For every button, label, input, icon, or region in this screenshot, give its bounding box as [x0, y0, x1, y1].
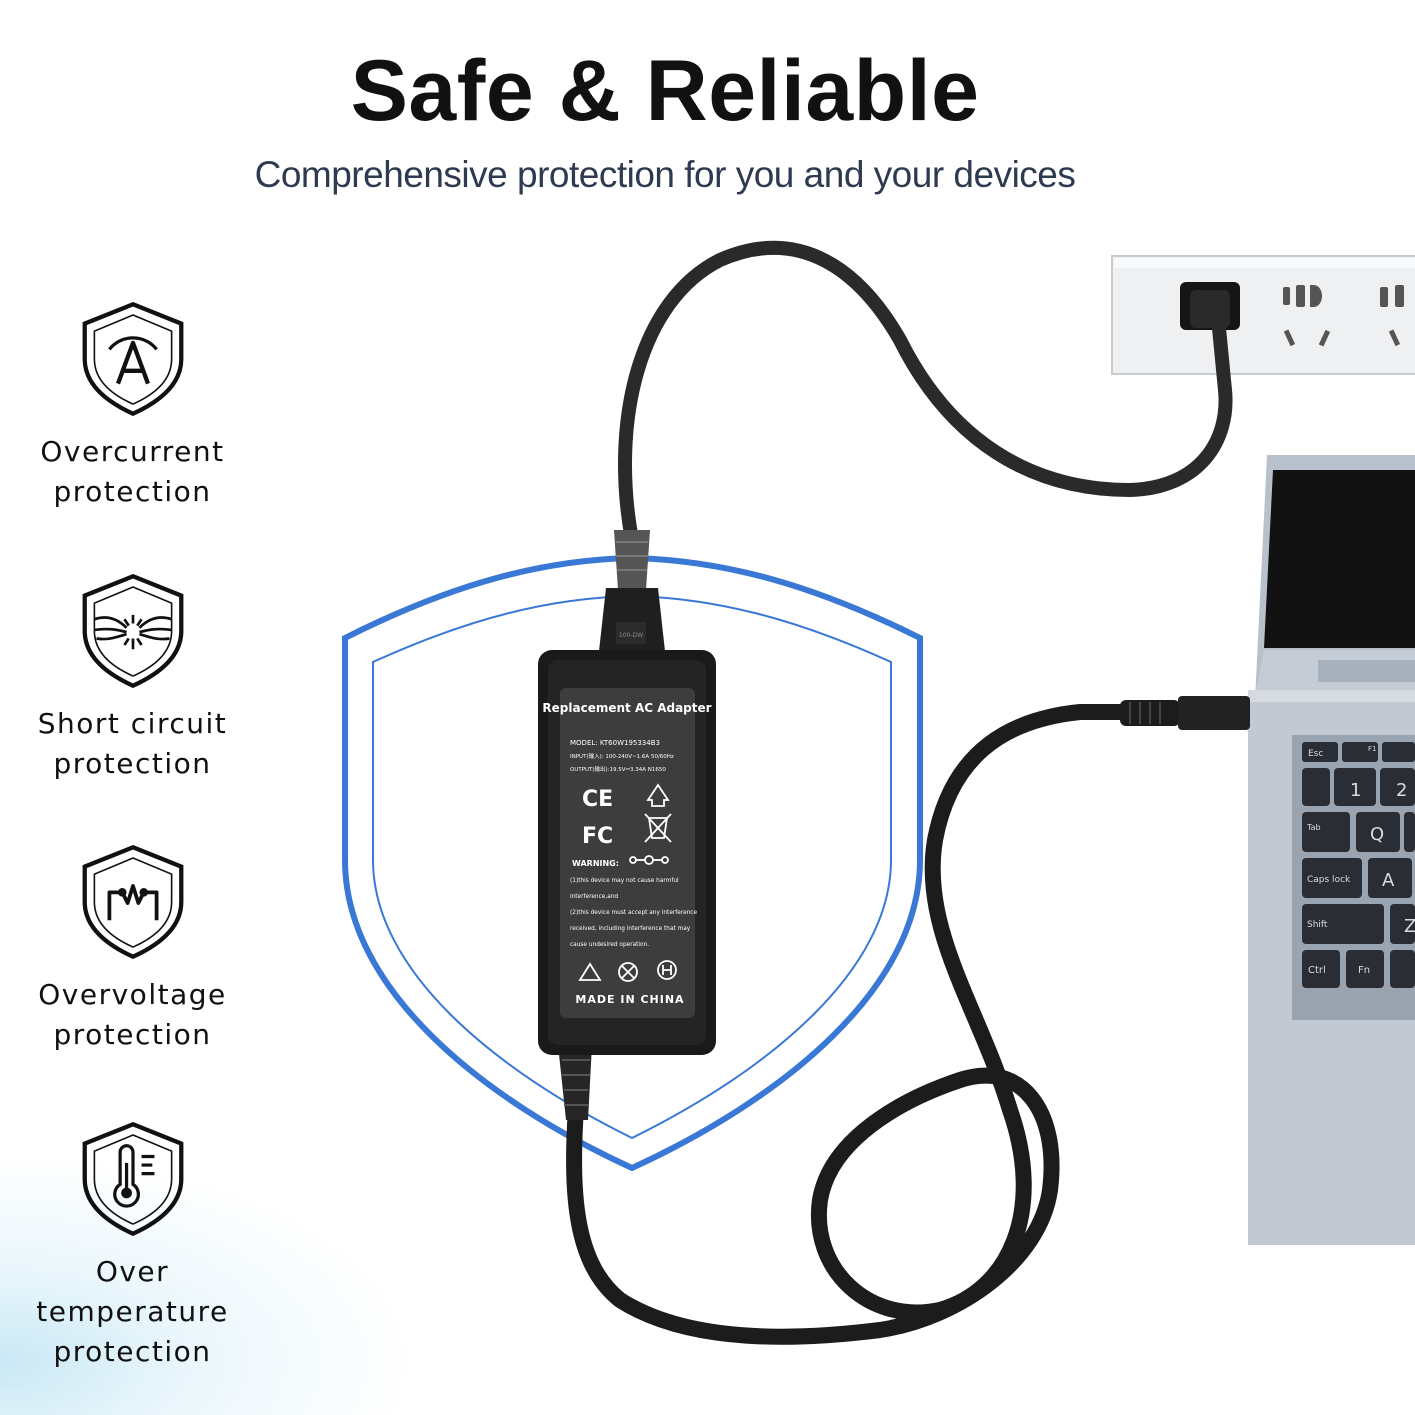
polarity-icon [629, 855, 669, 865]
feature-label: Short circuit protection [37, 707, 228, 780]
key-a: A [1382, 870, 1395, 891]
adapter-output: OUTPUT(输出):19.5V⎓3.34A N1650 [570, 765, 666, 773]
ac-plug [1190, 290, 1230, 328]
key-esc: Esc [1308, 749, 1323, 759]
adapter-title: Replacement AC Adapter [542, 701, 711, 715]
overcurrent-shield-icon [82, 301, 183, 417]
ce-mark: CE [582, 787, 613, 812]
key-fn: Fn [1358, 965, 1370, 976]
adapter-input-connector: 100-DW [598, 530, 666, 660]
protection-shield [342, 554, 923, 1172]
feature-label: Overcurrent protection [40, 435, 225, 508]
key-f1: F1 [1368, 745, 1376, 753]
warning-line: interference,and [570, 894, 618, 900]
adapter-model: MODEL: KT60W195334B3 [570, 739, 660, 747]
warning-line: received, including interference that ma… [570, 926, 691, 932]
over-temperature-shield-icon [82, 1121, 183, 1237]
feature-over-temperature: Over temperature protection [0, 1120, 265, 1372]
wall-outlet [1111, 255, 1415, 375]
made-in-label: MADE IN CHINA [575, 993, 684, 1006]
h-mark-icon [657, 960, 677, 980]
feature-overcurrent: Overcurrent protection [0, 300, 265, 512]
weee-bin-icon [644, 813, 672, 843]
warning-title: WARNING: [572, 859, 619, 868]
fc-mark: FC [582, 824, 613, 849]
cables [566, 240, 1233, 1345]
ac-adapter: Replacement AC Adapter MODEL: KT60W19533… [538, 650, 716, 1055]
laptop: Esc F1 1 2 Q A Caps lock Tab Shift Z Ctr… [1248, 455, 1415, 1245]
feature-short-circuit: Short circuit protection [0, 572, 265, 784]
adapter-input: INPUT(输入): 100-240V~1.6A 50/60Hz [570, 752, 674, 760]
plug-text: 100-DW [619, 632, 643, 639]
key-1: 1 [1350, 780, 1361, 801]
key-caps-lock: Caps lock [1307, 875, 1351, 885]
feature-label: Over temperature protection [36, 1255, 229, 1368]
key-z: Z [1404, 916, 1415, 937]
no-disassemble-icon [618, 962, 638, 982]
warning-line: cause undesired operation. [570, 942, 649, 948]
indoor-use-icon [646, 783, 670, 807]
adapter-output-relief [558, 1045, 592, 1120]
key-ctrl: Ctrl [1308, 965, 1326, 976]
warning-line: (1)this device may not cause harmful [570, 878, 679, 884]
key-tab: Tab [1306, 823, 1321, 832]
feature-overvoltage: Overvoltage protection [0, 843, 265, 1055]
feature-label: Overvoltage protection [38, 978, 227, 1051]
warning-triangle-icon [578, 962, 602, 981]
page-subtitle: Comprehensive protection for you and you… [254, 154, 1076, 195]
key-q: Q [1370, 824, 1384, 845]
short-circuit-shield-icon [82, 573, 183, 689]
page-title: Safe & Reliable [350, 43, 980, 139]
corner-glow [0, 1150, 420, 1415]
overvoltage-shield-icon [82, 844, 183, 960]
warning-line: (2)this device must accept any interfere… [570, 910, 698, 916]
key-2: 2 [1396, 780, 1407, 801]
dc-plug [1120, 696, 1250, 730]
key-shift: Shift [1307, 920, 1328, 930]
